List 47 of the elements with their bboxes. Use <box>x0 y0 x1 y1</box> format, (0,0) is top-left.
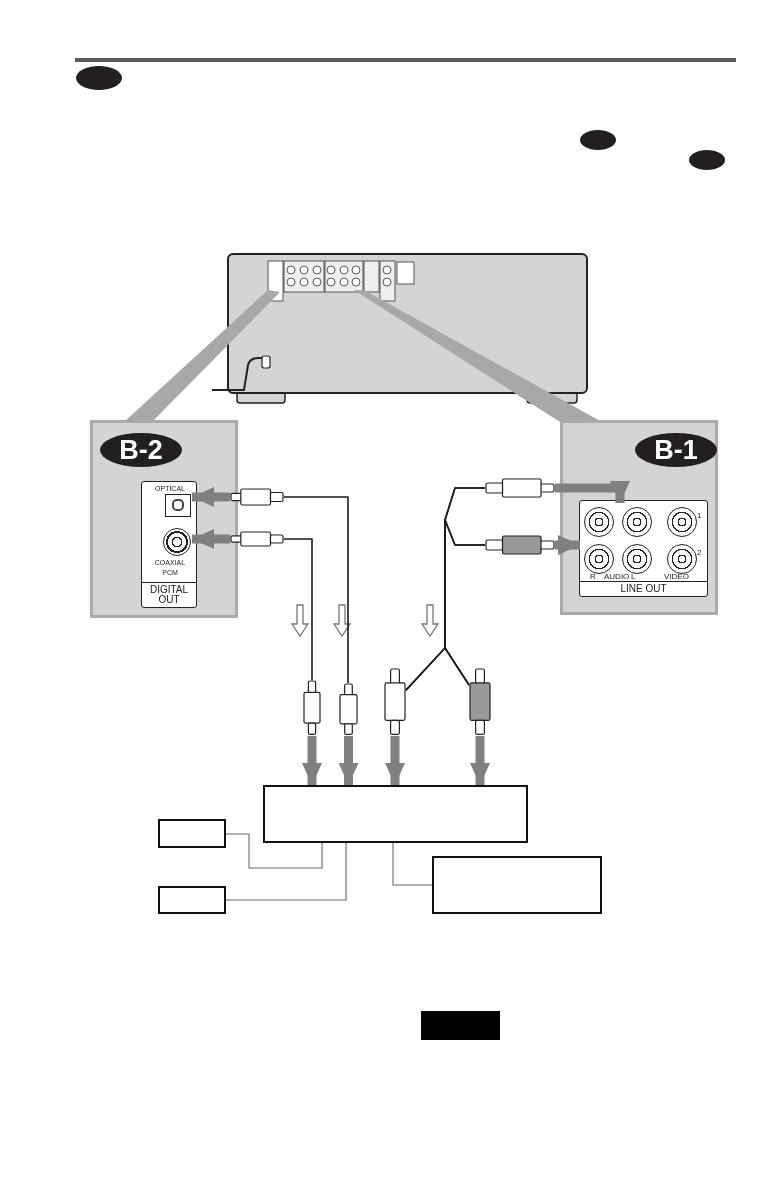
rca-jack <box>584 507 614 537</box>
cable-line <box>225 833 323 869</box>
rca-jack <box>622 544 652 574</box>
panel-badge: B-2 <box>100 433 182 467</box>
device-box <box>432 856 602 914</box>
channel-label: R <box>590 573 596 581</box>
note-badge <box>421 1011 500 1040</box>
rca-jack <box>622 507 652 537</box>
cable-line <box>392 842 433 886</box>
arrow <box>192 487 230 507</box>
jack-group-label: AUDIO <box>604 573 630 581</box>
arrow <box>302 736 322 785</box>
rca-plug-drawing <box>485 535 555 555</box>
device-box <box>158 886 226 914</box>
optical-plug-drawing <box>339 683 358 736</box>
arrow <box>555 481 630 503</box>
rca-jack <box>667 544 697 574</box>
arrow <box>555 535 580 555</box>
rca-plug-drawing <box>230 531 284 547</box>
row-number: 2 <box>697 549 702 557</box>
rca-jack <box>584 544 614 574</box>
row-number: 1 <box>697 512 702 520</box>
rca-jack <box>667 507 697 537</box>
rca-plug-drawing <box>303 680 321 736</box>
device-box <box>158 819 226 848</box>
panel-badge: B-1 <box>635 433 717 467</box>
rca-plug-drawing <box>384 668 406 736</box>
cable-line <box>444 519 486 686</box>
cable-line <box>283 538 313 681</box>
rca-plug-drawing <box>469 668 491 736</box>
arrow <box>470 736 490 785</box>
panel-title: DIGITAL OUT <box>142 582 196 607</box>
arrow <box>192 529 230 549</box>
jack-panel <box>141 481 197 608</box>
optical-plug-drawing <box>230 488 284 506</box>
rca-plug-drawing <box>485 478 555 498</box>
jack-panel <box>579 500 708 597</box>
channel-label: L <box>631 573 636 581</box>
cable-line <box>283 496 349 684</box>
cable-line <box>225 842 347 901</box>
arrow <box>338 736 359 785</box>
connector-panel <box>90 420 238 618</box>
panel-title: LINE OUT <box>580 581 707 596</box>
jack-group-label: VIDEO <box>664 573 689 581</box>
arrow <box>385 736 405 785</box>
device-box <box>263 785 528 843</box>
connector-panel <box>560 420 718 615</box>
